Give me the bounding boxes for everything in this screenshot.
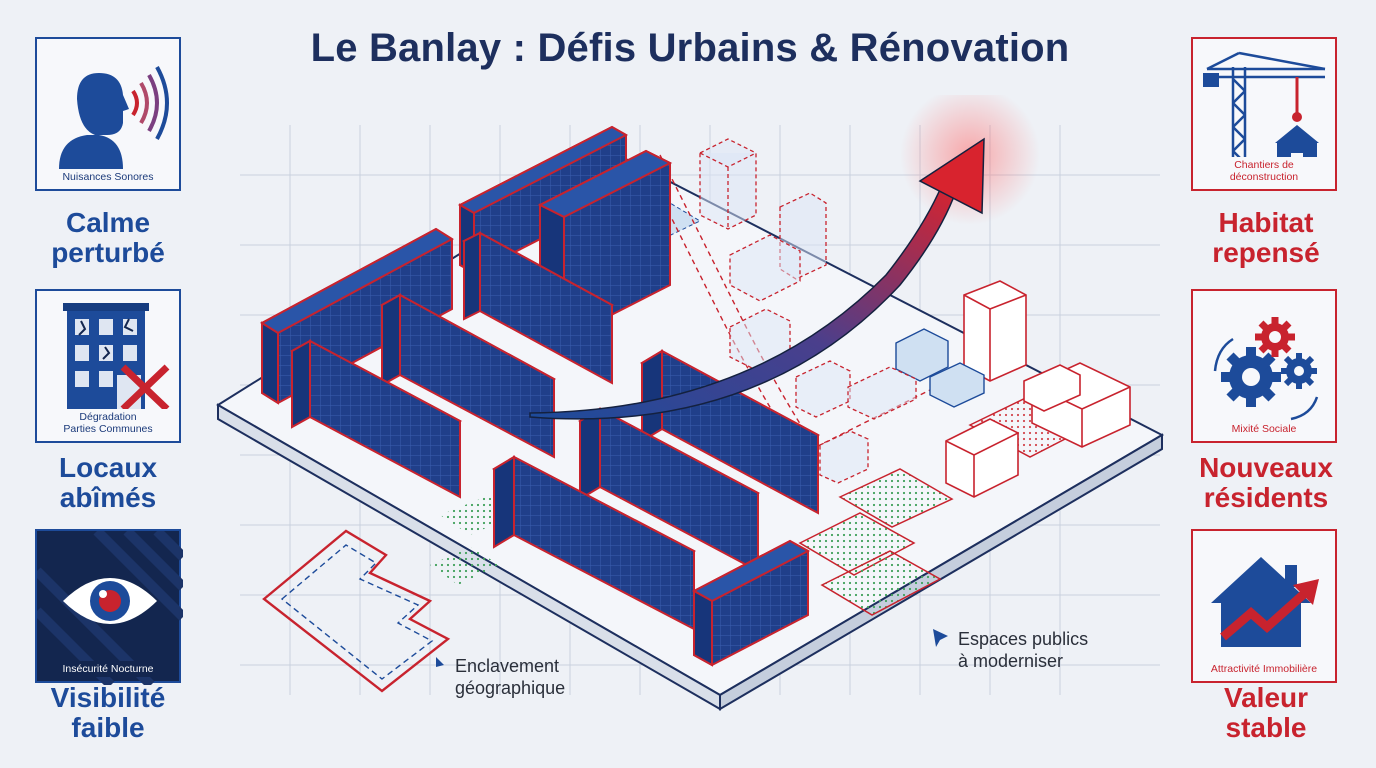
caption-line: Parties Communes [63, 423, 153, 435]
subtitle-line: Locaux [58, 452, 158, 483]
panel-subtitle: Valeur stable [1166, 683, 1366, 743]
panel-nuisances-sonores: Nuisances Sonores [35, 37, 181, 191]
annotation-line: Enclavement [455, 656, 560, 676]
page-title: Le Banlay : Défis Urbains & Rénovation [310, 26, 1070, 70]
panel-mixite: Mixité Sociale [1191, 289, 1337, 443]
panel-caption: Nuisances Sonores [43, 169, 173, 185]
eye-icon [37, 531, 183, 685]
annotation-line: géographique [455, 678, 566, 698]
panel-degradation: Dégradation Parties Communes [35, 289, 181, 443]
new-buildings [945, 280, 1131, 498]
subtitle-line: Habitat [1218, 207, 1314, 238]
enclavement-outline [262, 529, 451, 693]
subtitle-line: faible [71, 712, 145, 743]
subtitle-line: Visibilité [50, 682, 166, 713]
panel-caption: Mixité Sociale [1199, 421, 1329, 437]
person-noise-icon [59, 66, 169, 169]
panel-subtitle: Calme perturbé [8, 208, 208, 268]
damaged-building-icon [63, 303, 170, 412]
subtitle-line: abîmés [59, 482, 157, 513]
subtitle-line: Valeur [1223, 682, 1309, 713]
panel-caption: Insécurité Nocturne [43, 661, 173, 677]
panel-subtitle: Locaux abîmés [8, 453, 208, 513]
panel-caption: Chantiers de déconstruction [1199, 157, 1329, 185]
pointer-arrow-icon [436, 657, 444, 667]
panel-attractivite: Attractivité Immobilière [1191, 529, 1337, 683]
subtitle-line: résidents [1203, 482, 1329, 513]
subtitle-line: stable [1225, 712, 1307, 743]
subtitle-line: repensé [1212, 237, 1320, 268]
subtitle-line: perturbé [51, 237, 165, 268]
panel-caption: Dégradation Parties Communes [43, 409, 173, 437]
panel-subtitle: Habitat repensé [1166, 208, 1366, 268]
annotation-enclavement: Enclavement géographique [455, 655, 565, 699]
panel-subtitle: Visibilité faible [8, 683, 208, 743]
pointer-arrow-icon [933, 629, 948, 647]
panel-chantiers: Chantiers de déconstruction [1191, 37, 1337, 191]
neighborhood-illustration [216, 95, 1165, 711]
annotation-line: Espaces publics [958, 629, 1089, 649]
subtitle-line: Calme [65, 207, 151, 238]
caption-line: Dégradation [79, 411, 137, 423]
panel-subtitle: Nouveaux résidents [1166, 453, 1366, 513]
house-growth-icon [1211, 557, 1319, 647]
subtitle-line: Nouveaux [1199, 452, 1333, 483]
ghost-buildings [699, 138, 917, 484]
gears-icon [1213, 317, 1319, 421]
panel-caption: Attractivité Immobilière [1199, 661, 1329, 677]
annotation-line: à moderniser [958, 651, 1064, 671]
panel-insecurite: Insécurité Nocturne [35, 529, 183, 685]
annotation-espaces-publics: Espaces publics à moderniser [958, 628, 1088, 672]
growth-arrow [529, 137, 985, 420]
new-buildings-blue [895, 328, 985, 408]
